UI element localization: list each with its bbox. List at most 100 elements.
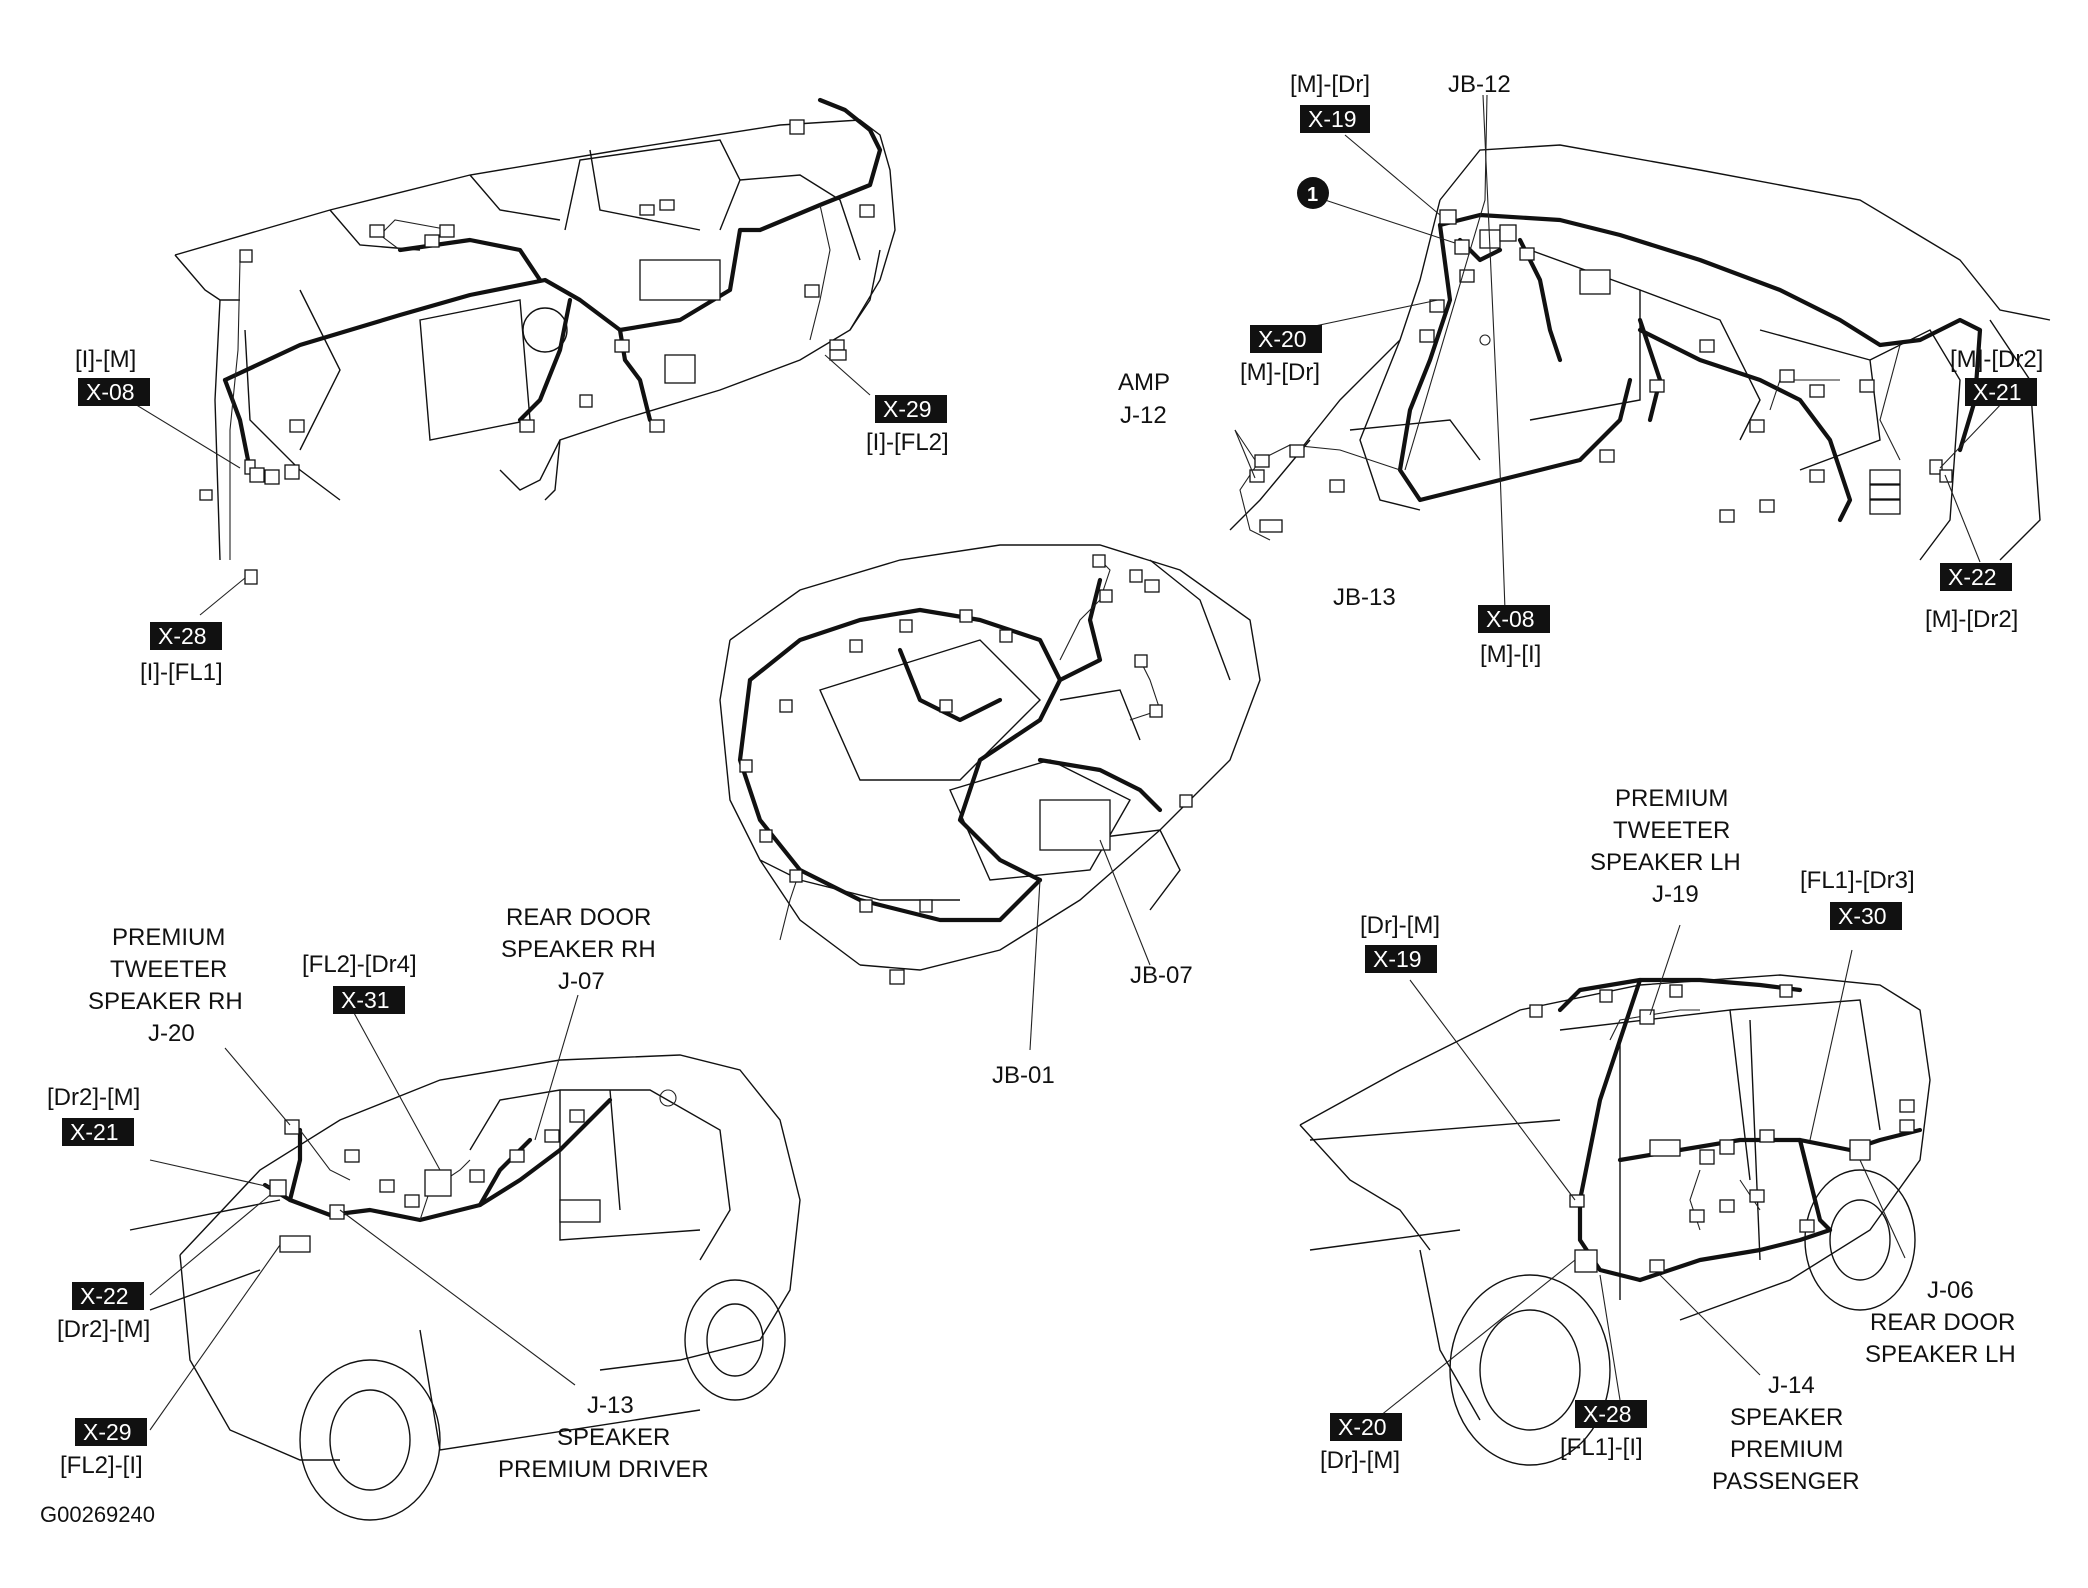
box-x29 [875, 395, 947, 423]
j13-l3: PREMIUM DRIVER [498, 1456, 709, 1483]
label-amp-j12: AMP J-12 [1118, 369, 1170, 429]
car-lh-harness [1557, 977, 1803, 1013]
tweeter-lh-l2: TWEETER [1613, 817, 1730, 844]
code-m-dr-top: [M]-[Dr] [1290, 71, 1370, 98]
label-x22-car: X-22 [Dr2]-[M] [57, 1282, 150, 1343]
code-dr2-m-bot: [Dr2]-[M] [57, 1316, 150, 1343]
j14-l1: J-14 [1768, 1372, 1815, 1399]
engine-bay-view: JB-07 JB-01 [719, 544, 1261, 1089]
j14-l4: PASSENGER [1712, 1468, 1860, 1495]
box-x08-cabin [1478, 605, 1550, 633]
box-x22-cabin [1940, 563, 2012, 591]
tweeter-rh-l1: PREMIUM [112, 924, 225, 951]
rear-rh-l3: J-07 [558, 968, 605, 995]
label-x19-car: [Dr]-[M] X-19 [1360, 912, 1440, 973]
label-x08-dash: [I]-[M] X-08 [75, 346, 150, 406]
label-jb13: JB-13 [1333, 584, 1396, 611]
label-tweeter-lh: PREMIUM TWEETER SPEAKER LH J-19 [1590, 785, 1741, 908]
box-x22-car [72, 1282, 144, 1310]
label-jb01: JB-01 [992, 1062, 1055, 1089]
label-jb12: JB-12 [1448, 71, 1511, 98]
box-x19-cabin [1300, 105, 1370, 133]
box-x28-car [1575, 1400, 1647, 1428]
box-x20-car [1330, 1413, 1402, 1441]
tweeter-rh-l2: TWEETER [110, 956, 227, 983]
label-j06: J-06 REAR DOOR SPEAKER LH [1865, 1277, 2016, 1368]
label-x31: [FL2]-[Dr4] X-31 [302, 951, 417, 1014]
label-j14: J-14 SPEAKER PREMIUM PASSENGER [1712, 1372, 1860, 1495]
box-x21-car [62, 1118, 134, 1146]
box-x28-text: X-28 [158, 623, 207, 649]
rear-rh-l1: REAR DOOR [506, 904, 651, 931]
box-x19-car-text: X-19 [1373, 946, 1422, 972]
j13-l1: J-13 [587, 1392, 634, 1419]
label-x08-cabin: X-08 [M]-[I] [1478, 605, 1550, 668]
tweeter-lh-l4: J-19 [1652, 881, 1699, 908]
dash-harness-main [222, 97, 883, 383]
car-left-side-view: PREMIUM TWEETER SPEAKER LH J-19 [Dr]-[M]… [1299, 785, 2016, 1495]
label-x19-cabin: [M]-[Dr] X-19 [1290, 71, 1370, 133]
code-i-m: [I]-[M] [75, 346, 136, 373]
label-x28-car: X-28 [FL1]-[I] [1560, 1400, 1647, 1461]
j12-text: J-12 [1120, 402, 1167, 429]
j06-l1: J-06 [1927, 1277, 1974, 1304]
figure-id: G00269240 [40, 1502, 155, 1527]
car-right-side-view: PREMIUM TWEETER SPEAKER RH J-20 [FL2]-[D… [47, 904, 801, 1521]
j06-l3: SPEAKER LH [1865, 1341, 2016, 1368]
label-x29-car: X-29 [FL2]-[I] [60, 1418, 147, 1479]
label-rear-rh: REAR DOOR SPEAKER RH J-07 [501, 904, 656, 995]
tweeter-lh-l3: SPEAKER LH [1590, 849, 1741, 876]
label-x20-car: X-20 [Dr]-[M] [1320, 1413, 1402, 1474]
label-jb07: JB-07 [1130, 962, 1193, 989]
tweeter-lh-l1: PREMIUM [1615, 785, 1728, 812]
j06-l2: REAR DOOR [1870, 1309, 2015, 1336]
code-dr-m-top: [Dr]-[M] [1360, 912, 1440, 939]
code-fl1-dr3: [FL1]-[Dr3] [1800, 867, 1915, 894]
dashboard-view: [I]-[M] X-08 X-29 [I]-[FL2] X-28 [I]-[FL… [75, 97, 949, 686]
box-x29-car-text: X-29 [83, 1419, 132, 1445]
car-rh-harness [262, 1097, 613, 1223]
rear-rh-l2: SPEAKER RH [501, 936, 656, 963]
box-x31 [333, 986, 405, 1014]
box-x21-car-text: X-21 [70, 1119, 119, 1145]
label-x20-cabin: X-20 [M]-[Dr] [1240, 325, 1322, 386]
code-dr2-m-top: [Dr2]-[M] [47, 1084, 140, 1111]
box-x20-car-text: X-20 [1338, 1414, 1387, 1440]
amp-text: AMP [1118, 369, 1170, 396]
box-x21-cabin [1965, 378, 2037, 406]
label-x21-car: [Dr2]-[M] X-21 [47, 1084, 140, 1146]
code-i-fl2: [I]-[FL2] [866, 429, 949, 456]
box-x22-cabin-text: X-22 [1948, 564, 1997, 590]
box-x31-text: X-31 [341, 987, 390, 1013]
engine-harness-main [747, 607, 1063, 883]
j14-l2: SPEAKER [1730, 1404, 1843, 1431]
box-x28 [150, 622, 222, 650]
j13-l2: SPEAKER [557, 1424, 670, 1451]
label-x28-dash: X-28 [I]-[FL1] [140, 622, 223, 686]
code-m-i: [M]-[I] [1480, 641, 1541, 668]
tweeter-rh-l4: J-20 [148, 1020, 195, 1047]
label-x21-cabin: [M]-[Dr2] X-21 [1950, 346, 2043, 406]
label-j13: J-13 SPEAKER PREMIUM DRIVER [498, 1392, 709, 1483]
code-m-dr-mid: [M]-[Dr] [1240, 359, 1320, 386]
code-m-dr2-bot: [M]-[Dr2] [1925, 606, 2018, 633]
box-x28-car-text: X-28 [1583, 1401, 1632, 1427]
box-x30 [1830, 902, 1902, 930]
box-x22-car-text: X-22 [80, 1283, 129, 1309]
box-x08-cabin-text: X-08 [1486, 606, 1535, 632]
code-fl1-i: [FL1]-[I] [1560, 1434, 1643, 1461]
code-m-dr2-top: [M]-[Dr2] [1950, 346, 2043, 373]
label-x30: [FL1]-[Dr3] X-30 [1800, 867, 1915, 930]
marker-1-text: 1 [1307, 184, 1318, 206]
cabin-harness-main [1437, 212, 1983, 453]
code-i-fl1: [I]-[FL1] [140, 659, 223, 686]
box-x08-text: X-08 [86, 379, 135, 405]
code-fl2-dr4: [FL2]-[Dr4] [302, 951, 417, 978]
cabin-view: [M]-[Dr] X-19 JB-12 1 X-20 [M]-[Dr] AMP … [1118, 71, 2051, 668]
box-x30-text: X-30 [1838, 903, 1887, 929]
box-x21-cabin-text: X-21 [1973, 379, 2022, 405]
marker-1: 1 [1297, 177, 1329, 209]
box-x19-cabin-text: X-19 [1308, 106, 1357, 132]
label-tweeter-rh: PREMIUM TWEETER SPEAKER RH J-20 [88, 924, 243, 1047]
